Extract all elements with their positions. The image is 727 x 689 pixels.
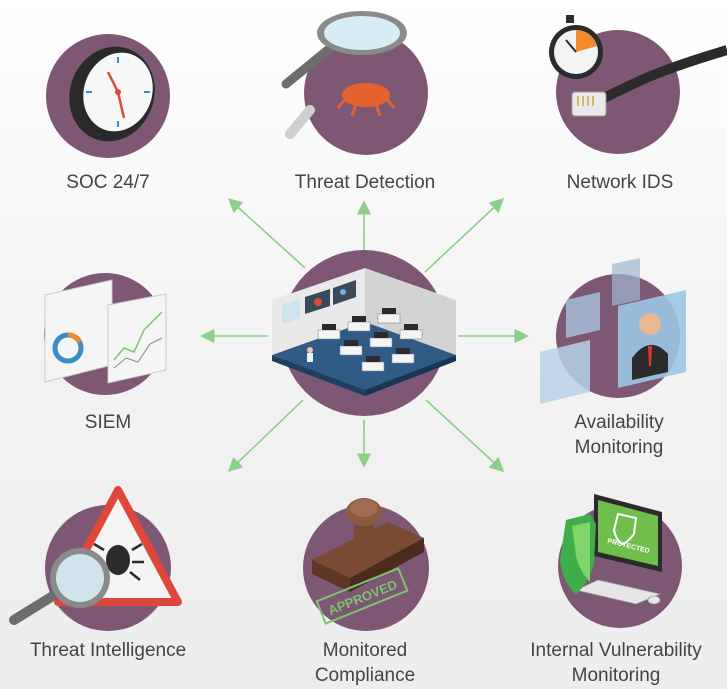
connector-arrows (200, 198, 529, 472)
node-siem (44, 273, 167, 395)
video-monitoring-icon (540, 258, 686, 404)
label-siem: SIEM (60, 410, 156, 435)
stopwatch-cable-icon (549, 15, 727, 117)
label-line: Internal Vulnerability (530, 640, 702, 661)
dashboard-charts-icon (44, 279, 167, 384)
label-line: SIEM (84, 412, 132, 433)
arrow-to-vulnerability (425, 399, 505, 472)
node-vulnerability: PROTECTED (558, 494, 682, 628)
warning-bug-icon (9, 486, 182, 625)
label-line: SOC 24/7 (66, 172, 150, 193)
label-threat-intel: Threat Intelligence (4, 638, 212, 663)
label-line: Monitored (322, 640, 408, 661)
approved-stamp-box (315, 567, 409, 625)
label-line: Threat Detection (294, 172, 436, 193)
label-line: Network IDS (566, 172, 674, 193)
node-soc (46, 34, 170, 158)
label-soc: SOC 24/7 (30, 170, 186, 195)
protected-computer-icon: PROTECTED (560, 494, 662, 605)
node-availability (540, 258, 686, 404)
node-compliance: APPROVED (303, 498, 429, 631)
control-room-icon (272, 268, 456, 396)
label-line: Threat Intelligence (29, 640, 187, 661)
center-node (272, 250, 456, 416)
arrow-to-network-ids (424, 198, 505, 273)
node-network-ids (549, 15, 727, 154)
label-line: Monitoring (574, 437, 664, 458)
label-threat-detection: Threat Detection (260, 170, 470, 195)
arrow-to-soc (227, 198, 306, 269)
label-line: Monitoring (571, 665, 661, 686)
label-network-ids: Network IDS (540, 170, 700, 195)
label-line: Availability (574, 412, 664, 433)
label-line: Compliance (314, 665, 416, 686)
magnifier-bug-icon (281, 11, 407, 139)
node-threat-intel (9, 486, 182, 631)
arrow-to-threat-intel (227, 399, 304, 472)
node-threat-detection (281, 11, 428, 155)
clock-icon (69, 46, 155, 142)
